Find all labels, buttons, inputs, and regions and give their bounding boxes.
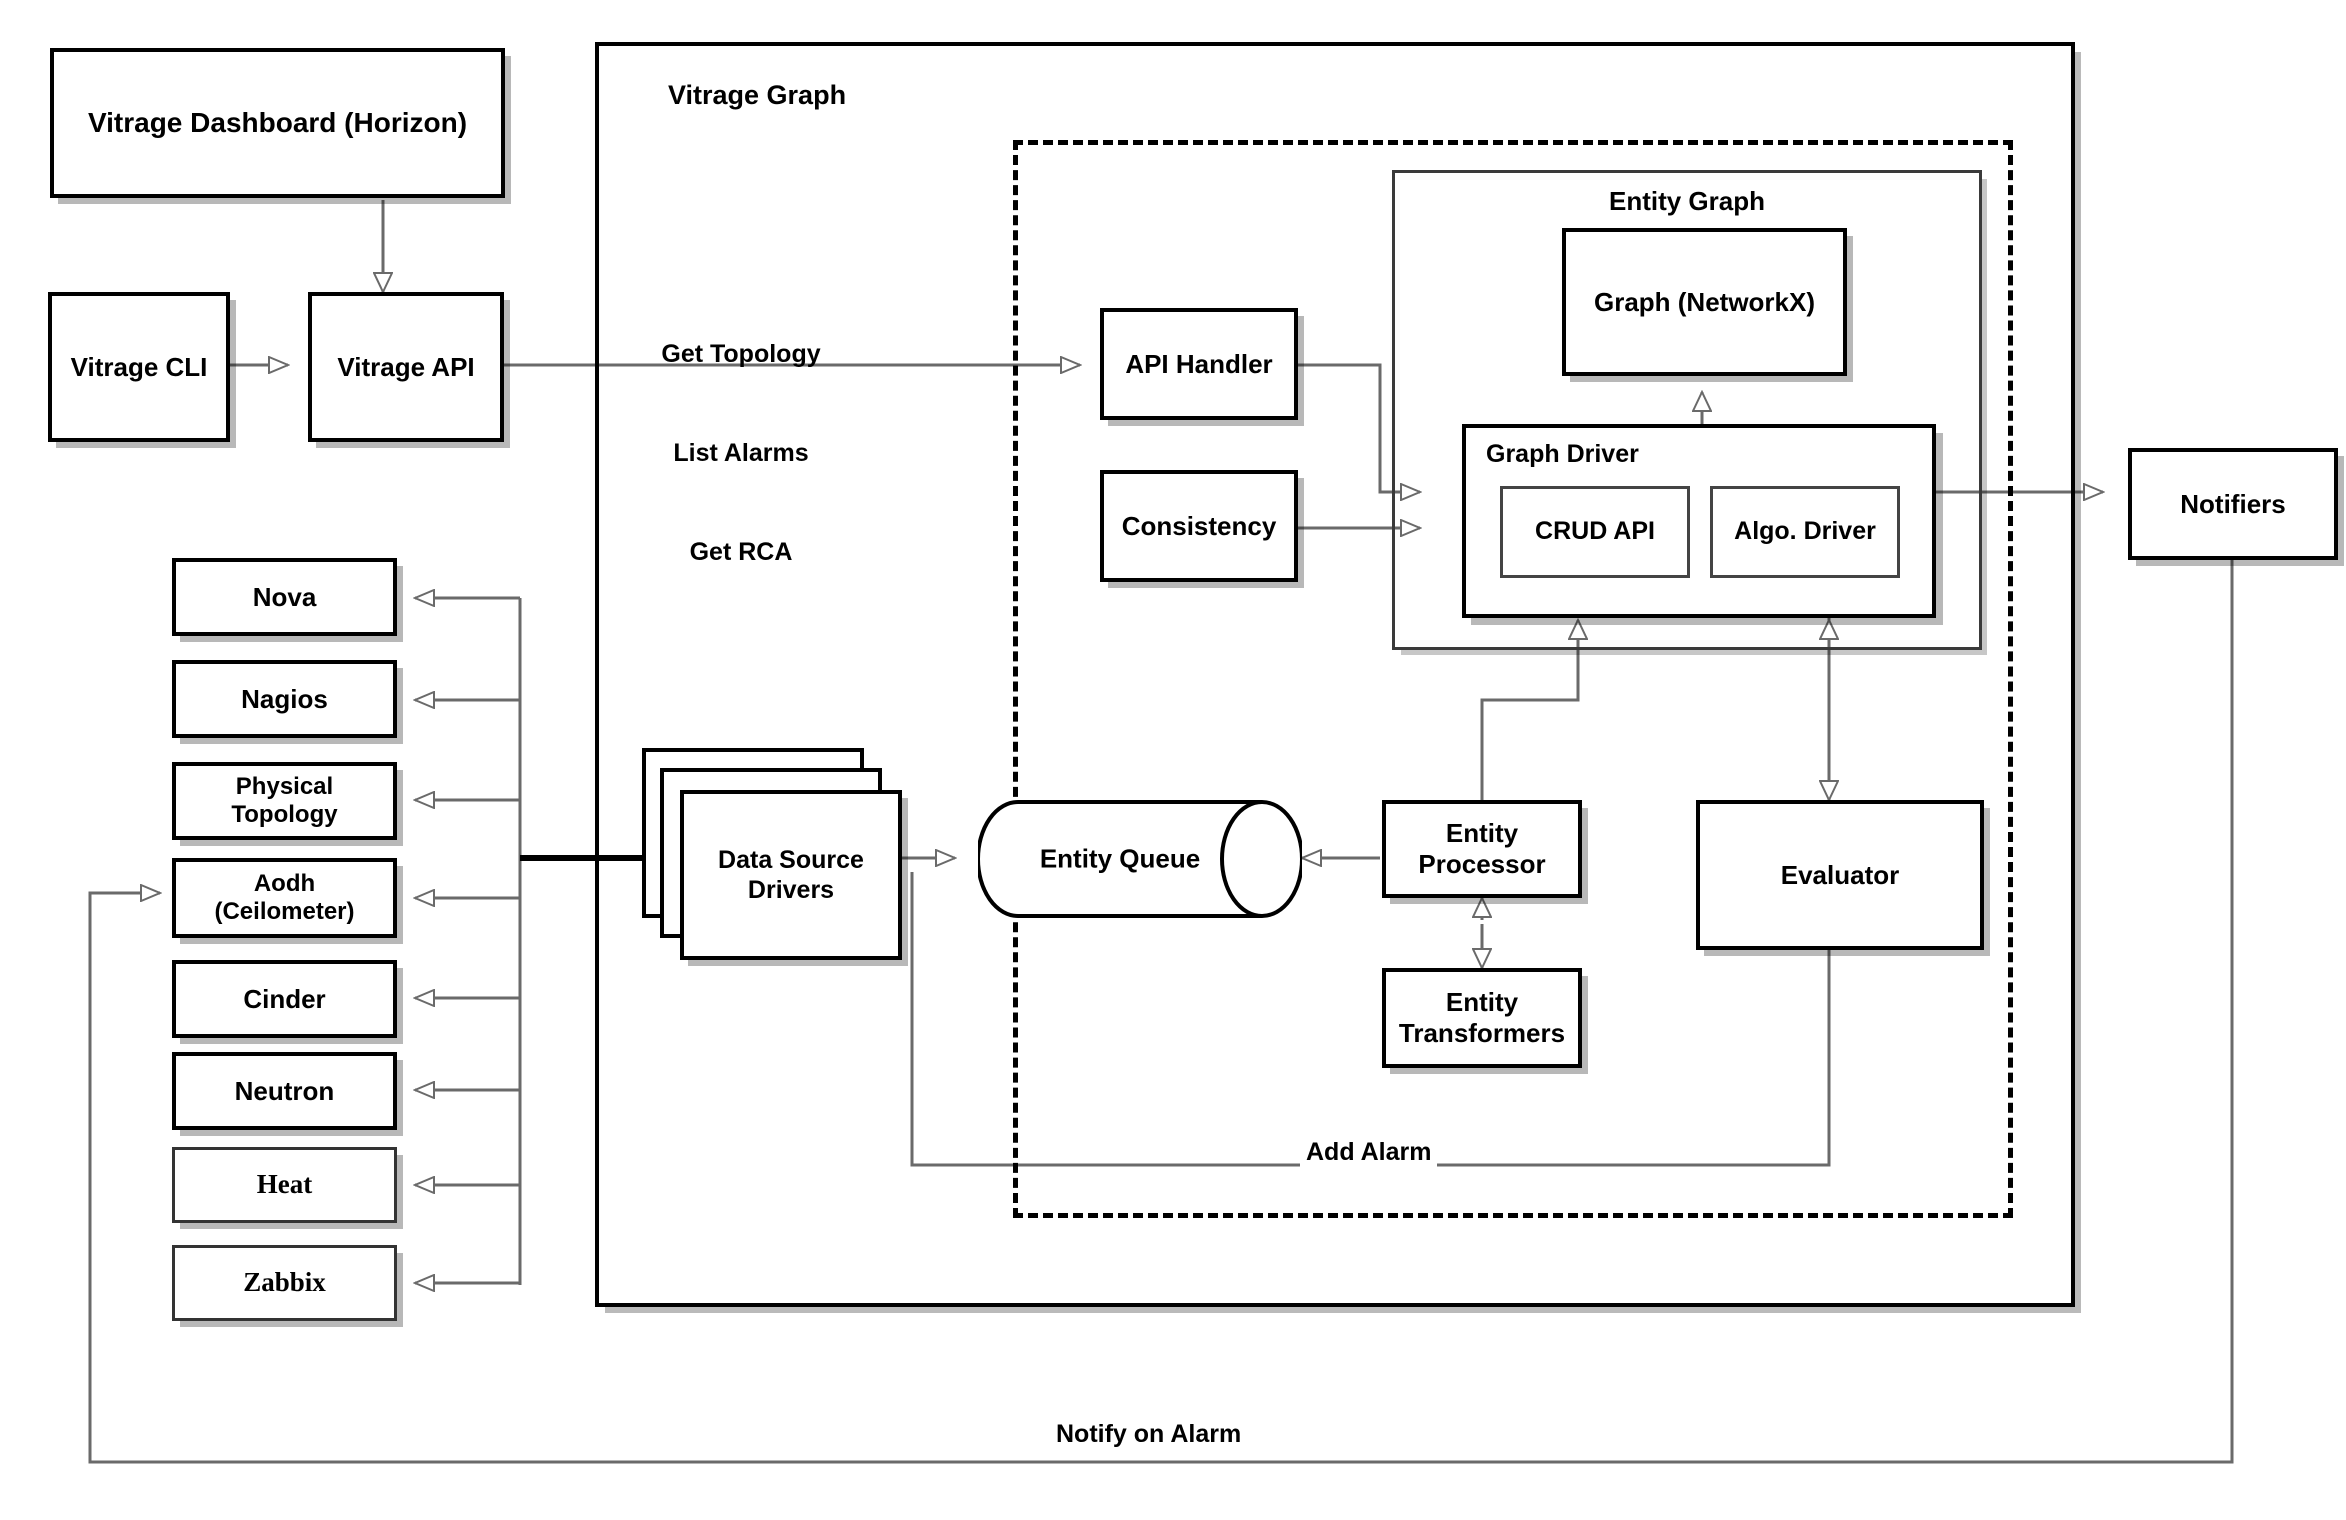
entity-graph-frame-label: Entity Graph bbox=[1608, 186, 1765, 216]
entity-queue-label: Entity Queue bbox=[1039, 843, 1201, 874]
data-source-aodh[interactable]: Aodh (Ceilometer) bbox=[172, 858, 397, 938]
entity-transformers-node[interactable]: Entity Transformers bbox=[1382, 968, 1582, 1068]
api-handler-label: API Handler bbox=[1125, 348, 1273, 379]
data-source-neutron[interactable]: Neutron bbox=[172, 1052, 397, 1130]
algo-driver-label: Algo. Driver bbox=[1734, 517, 1876, 546]
data-source-drivers-card-front[interactable]: Data Source Drivers bbox=[680, 790, 902, 960]
entity-processor-node[interactable]: Entity Processor bbox=[1382, 800, 1582, 898]
crud-api-node[interactable]: CRUD API bbox=[1500, 486, 1690, 578]
evaluator-node[interactable]: Evaluator bbox=[1696, 800, 1984, 950]
graph-driver-node[interactable]: Graph Driver CRUD API Algo. Driver bbox=[1462, 424, 1936, 618]
add-alarm-label: Add Alarm bbox=[1300, 1138, 1438, 1167]
data-source-physical-topology-line1: Physical bbox=[235, 772, 334, 800]
vitrage-api-node[interactable]: Vitrage API bbox=[308, 292, 504, 442]
evaluator-label: Evaluator bbox=[1780, 859, 1900, 890]
data-source-drivers-line1: Data Source bbox=[718, 846, 864, 874]
vitrage-cli-label: Vitrage CLI bbox=[70, 351, 208, 382]
api-request-line3: Get RCA bbox=[689, 538, 793, 566]
api-request-line2: List Alarms bbox=[673, 439, 809, 467]
graph-networkx-node[interactable]: Graph (NetworkX) bbox=[1562, 228, 1847, 376]
data-source-aodh-line1: Aodh bbox=[253, 869, 316, 897]
vitrage-graph-frame-label: Vitrage Graph bbox=[668, 80, 847, 110]
entity-processor-line1: Entity bbox=[1445, 818, 1519, 849]
data-source-nova[interactable]: Nova bbox=[172, 558, 397, 636]
data-source-zabbix[interactable]: Zabbix bbox=[172, 1245, 397, 1321]
vitrage-api-label: Vitrage API bbox=[337, 351, 475, 382]
api-request-labels: Get Topology List Alarms Get RCA bbox=[596, 272, 886, 635]
entity-processor-line2: Processor bbox=[1418, 849, 1546, 879]
data-source-nagios[interactable]: Nagios bbox=[172, 660, 397, 738]
data-source-nova-label: Nova bbox=[252, 581, 317, 612]
api-request-line1: Get Topology bbox=[661, 340, 821, 368]
api-handler-node[interactable]: API Handler bbox=[1100, 308, 1298, 420]
graph-driver-label: Graph Driver bbox=[1486, 440, 1639, 468]
data-source-drivers-line2: Drivers bbox=[747, 876, 835, 904]
notify-on-alarm-label: Notify on Alarm bbox=[1050, 1420, 1248, 1449]
data-source-nagios-label: Nagios bbox=[241, 683, 328, 714]
consistency-label: Consistency bbox=[1121, 510, 1277, 541]
graph-networkx-label: Graph (NetworkX) bbox=[1593, 286, 1816, 317]
data-source-neutron-label: Neutron bbox=[234, 1075, 335, 1106]
data-source-aodh-line2: (Ceilometer) bbox=[214, 898, 355, 925]
data-source-heat[interactable]: Heat bbox=[172, 1147, 397, 1223]
data-source-physical-topology[interactable]: Physical Topology bbox=[172, 762, 397, 840]
entity-transformers-line2: Transformers bbox=[1398, 1018, 1566, 1048]
vitrage-cli-node[interactable]: Vitrage CLI bbox=[48, 292, 230, 442]
algo-driver-node[interactable]: Algo. Driver bbox=[1710, 486, 1900, 578]
consistency-node[interactable]: Consistency bbox=[1100, 470, 1298, 582]
data-source-cinder-label: Cinder bbox=[243, 983, 326, 1014]
vitrage-dashboard-label: Vitrage Dashboard (Horizon) bbox=[87, 107, 468, 139]
crud-api-label: CRUD API bbox=[1535, 517, 1655, 546]
data-source-heat-label: Heat bbox=[256, 1169, 313, 1200]
data-source-physical-topology-line2: Topology bbox=[231, 801, 338, 828]
entity-transformers-line1: Entity bbox=[1445, 987, 1519, 1018]
data-source-cinder[interactable]: Cinder bbox=[172, 960, 397, 1038]
data-source-drivers-stack[interactable]: Data Source Drivers bbox=[642, 748, 902, 968]
data-source-zabbix-label: Zabbix bbox=[243, 1267, 326, 1298]
vitrage-dashboard-node[interactable]: Vitrage Dashboard (Horizon) bbox=[50, 48, 505, 198]
notifiers-node[interactable]: Notifiers bbox=[2128, 448, 2338, 560]
notifiers-label: Notifiers bbox=[2180, 488, 2286, 519]
entity-queue-node[interactable]: Entity Queue bbox=[976, 800, 1304, 918]
